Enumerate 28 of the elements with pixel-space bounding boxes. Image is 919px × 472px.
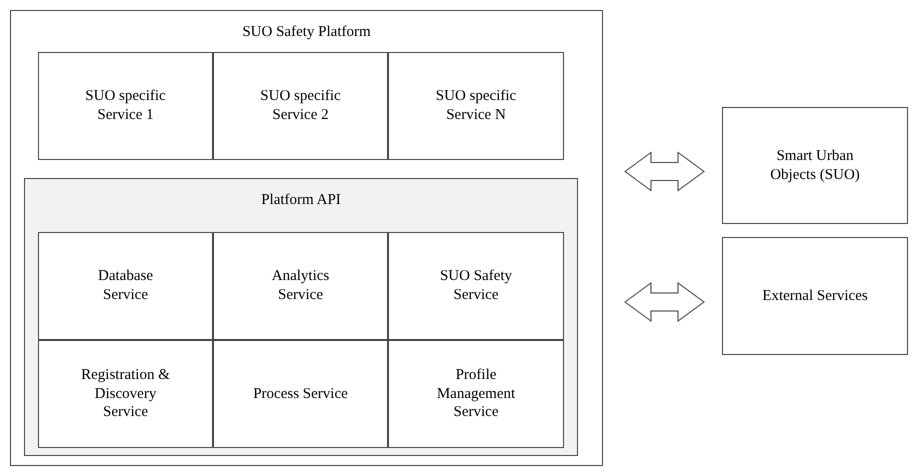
service-label: Smart Urban Objects (SUO) [769, 146, 861, 184]
service-box [722, 107, 908, 224]
service-label: SUO Safety Service [438, 267, 514, 305]
panel-title: SUO Safety Platform [241, 23, 372, 42]
service-box [38, 52, 213, 160]
service-label: Process Service [253, 384, 348, 404]
double-block-arrow [624, 152, 705, 192]
service-label: SUO specific Service 2 [259, 87, 342, 125]
service-box [388, 340, 564, 448]
service-box [38, 232, 213, 340]
service-label: Database Service [97, 267, 154, 305]
service-box [388, 52, 564, 160]
service-box [722, 237, 908, 355]
service-box [213, 52, 388, 160]
panel-title: Platform API [260, 191, 342, 210]
service-box [38, 340, 213, 448]
api-panel [24, 178, 578, 456]
service-box [388, 232, 564, 340]
service-box [213, 232, 388, 340]
service-label: Registration & Discovery Service [80, 366, 171, 422]
service-label: External Services [762, 286, 868, 306]
service-label: SUO specific Service 1 [84, 87, 167, 125]
service-box [213, 340, 388, 448]
service-label: Analytics Service [270, 267, 330, 305]
platform-container [10, 10, 603, 466]
service-label: Profile Management Service [436, 366, 516, 422]
double-block-arrow [624, 282, 705, 322]
service-label: SUO specific Service N [434, 87, 518, 125]
